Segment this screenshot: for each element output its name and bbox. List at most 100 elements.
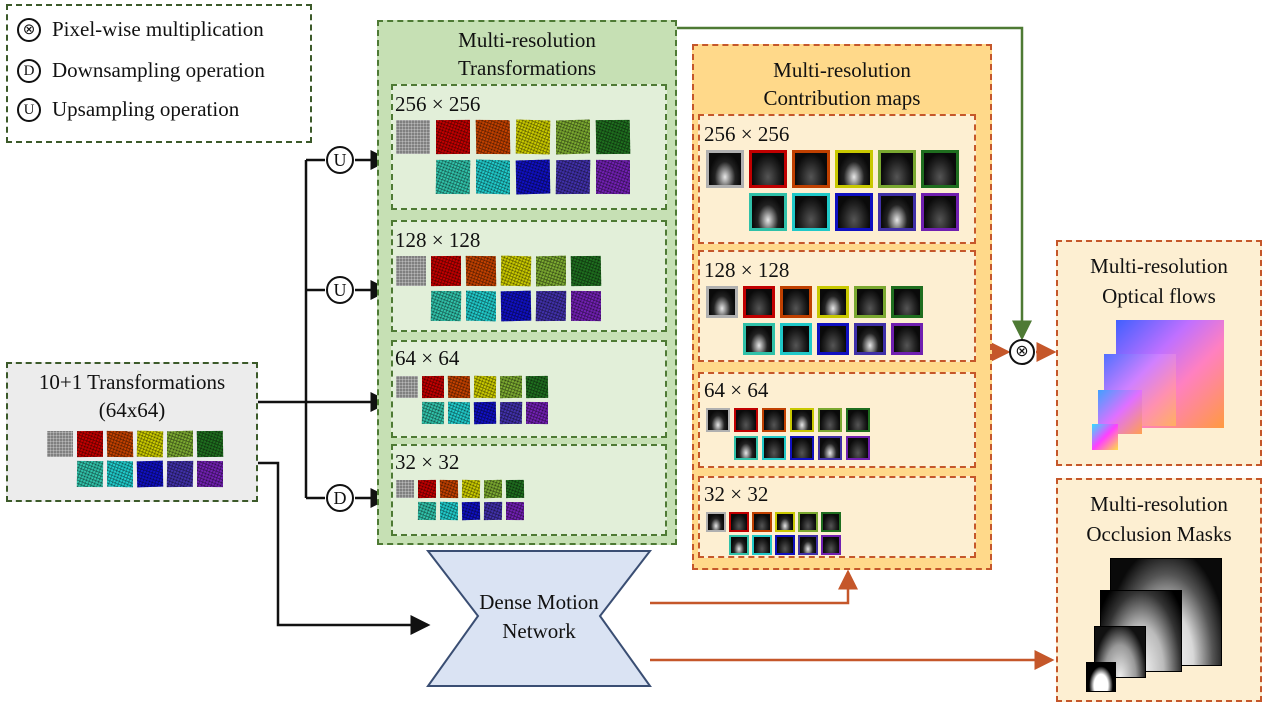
transform-level-0-tile-10 (596, 159, 630, 195)
transform-level-3-tile-3 (461, 479, 481, 499)
transforms-title-line1: Multi-resolution (458, 28, 596, 52)
contrib-level-0-map-9 (878, 193, 916, 231)
mask-image-32 (1086, 662, 1116, 692)
input-tile-0 (47, 431, 73, 457)
contrib-level-3-map-1 (729, 512, 749, 532)
network-label-line1: Dense Motion (479, 590, 599, 614)
contrib-level-2-map-2 (762, 408, 786, 432)
input-tile-5 (196, 430, 224, 458)
contrib-level-1-map-4 (854, 286, 886, 318)
optical-flows-box: Multi-resolution Optical flows (1056, 240, 1262, 466)
contrib-level-3-map-2 (752, 512, 772, 532)
contrib-level-0-map-5 (921, 150, 959, 188)
contrib-level-3-map-0 (706, 512, 726, 532)
contrib-level-0-map-0 (706, 150, 744, 188)
input-title-line1: 10+1 Transformations (38, 370, 226, 394)
contrib-level-2-map-10 (846, 436, 870, 460)
contrib-title-line2: Contribution maps (763, 86, 921, 110)
transform-level-2-tile-9 (499, 401, 523, 425)
contrib-level-3-map-8 (775, 535, 795, 555)
transform-level-0-tile-6 (435, 159, 471, 195)
downsample-op-32: D (326, 484, 354, 512)
upsample-op-128: U (326, 276, 354, 304)
transform-level-0-tile-7 (476, 159, 510, 195)
contrib-level-1-map-6 (743, 323, 775, 355)
transform-level-3-tile-7 (440, 501, 458, 521)
transform-level-0-tile-1 (436, 119, 470, 155)
contrib-level-2-map-0 (706, 408, 730, 432)
transform-level-1-tile-5 (570, 255, 602, 287)
transform-level-2-tile-4 (500, 375, 522, 399)
transform-level-0-tile-9 (555, 159, 591, 195)
transform-level-2-tile-2 (447, 375, 471, 399)
input-title-line2: (64x64) (98, 398, 166, 422)
flows-title-line1: Multi-resolution (1090, 254, 1228, 278)
transform-level-3-tile-0 (396, 480, 414, 498)
contrib-level-1-map-3 (817, 286, 849, 318)
transform-level-label-0: 256 × 256 (395, 92, 481, 116)
contrib-level-label-3: 32 × 32 (704, 482, 769, 506)
transform-level-2-tile-8 (473, 401, 497, 425)
contrib-level-1-map-0 (706, 286, 738, 318)
transform-level-2-tile-10 (526, 401, 548, 425)
transform-level-0-tile-8 (515, 159, 551, 195)
contrib-level-label-1: 128 × 128 (704, 258, 790, 282)
transform-level-1-tile-4 (536, 255, 566, 287)
transform-level-3-tile-6 (417, 501, 437, 521)
contrib-level-2-map-6 (734, 436, 758, 460)
contrib-level-3-map-4 (798, 512, 818, 532)
contrib-level-0-map-2 (792, 150, 830, 188)
contrib-level-label-0: 256 × 256 (704, 122, 790, 146)
contrib-level-2-map-9 (818, 436, 842, 460)
occlusion-masks-box: Multi-resolution Occlusion Masks (1056, 478, 1262, 702)
transform-level-3 (391, 444, 667, 536)
contrib-level-2-map-8 (790, 436, 814, 460)
transforms-to-mult-arrow (677, 26, 1032, 341)
legend-symbol-1: D (17, 59, 41, 83)
transform-level-label-1: 128 × 128 (395, 228, 481, 252)
transform-level-3-tile-8 (461, 501, 481, 521)
transform-level-label-2: 64 × 64 (395, 346, 460, 370)
input-tile-10 (197, 460, 223, 488)
transform-level-3-tile-10 (506, 501, 524, 521)
contrib-level-2-map-3 (790, 408, 814, 432)
contrib-level-1-map-1 (743, 286, 775, 318)
input-tile-6 (76, 460, 104, 488)
contrib-level-3-map-10 (821, 535, 841, 555)
masks-title-line1: Multi-resolution (1090, 492, 1228, 516)
flows-title-line2: Optical flows (1102, 284, 1216, 308)
input-tile-1 (77, 430, 103, 458)
transform-level-3-tile-5 (505, 479, 525, 499)
transforms-title-line2: Transformations (457, 56, 597, 80)
contrib-level-3-map-6 (729, 535, 749, 555)
legend-label-0: Pixel-wise multiplication (52, 17, 264, 41)
contrib-level-1-map-9 (854, 323, 886, 355)
pixelwise-multiplication-op: ⊗ (1009, 339, 1035, 365)
transform-level-1-tile-1 (431, 255, 461, 287)
mask-image-64 (1094, 626, 1146, 678)
transform-level-1-tile-9 (535, 290, 567, 322)
transform-level-3-tile-2 (439, 479, 459, 499)
contrib-level-3-map-9 (798, 535, 818, 555)
legend-symbol-0: ⊗ (17, 18, 41, 42)
transform-level-1-tile-3 (500, 255, 532, 287)
network-to-contrib-arrow (650, 569, 858, 605)
transform-level-label-3: 32 × 32 (395, 450, 460, 474)
transform-level-0-tile-4 (556, 119, 590, 155)
transform-level-3-tile-1 (418, 479, 436, 499)
transform-level-1-tile-10 (571, 290, 601, 322)
transform-level-3-tile-4 (484, 479, 502, 499)
contrib-level-1-map-2 (780, 286, 812, 318)
contrib-level-3-map-3 (775, 512, 795, 532)
transform-level-0-tile-5 (595, 119, 631, 155)
transform-level-0-tile-3 (515, 119, 551, 155)
transform-level-2-tile-0 (396, 376, 418, 398)
transform-level-2-tile-5 (525, 375, 549, 399)
contrib-level-2-map-7 (762, 436, 786, 460)
transform-level-1-tile-7 (466, 290, 496, 322)
legend-label-2: Upsampling operation (52, 97, 240, 121)
contrib-level-0-map-3 (835, 150, 873, 188)
contrib-title-line1: Multi-resolution (773, 58, 911, 82)
